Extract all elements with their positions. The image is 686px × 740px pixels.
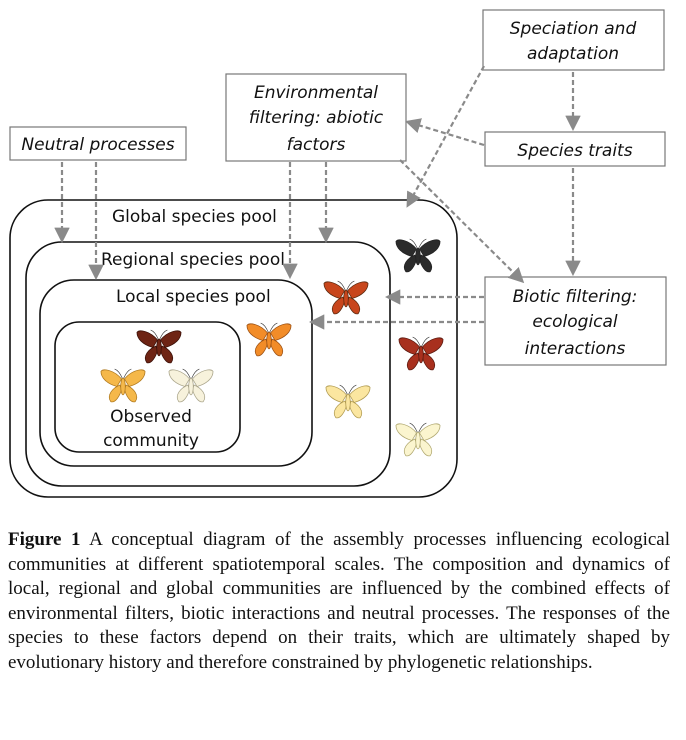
caption-text: A conceptual diagram of the assembly pro… xyxy=(8,529,670,673)
regional-pool-box xyxy=(25,241,391,487)
caption-label: Figure 1 xyxy=(8,529,81,550)
moth-light-orange xyxy=(100,368,146,403)
assembly-diagram: Global species pool Regional species poo… xyxy=(9,9,667,498)
moth-cream xyxy=(168,368,214,403)
biotic-label-2: ecological xyxy=(532,312,618,332)
moth-dark-red xyxy=(398,336,444,371)
observed-label-1: Observed xyxy=(110,407,192,427)
moth-pale-yellow xyxy=(325,384,371,419)
biotic-label-1: Biotic filtering: xyxy=(513,287,638,307)
moth-pale-cream xyxy=(395,422,441,457)
biotic-label-3: interactions xyxy=(525,339,626,359)
local-pool-label: Local species pool xyxy=(116,287,271,307)
environmental-box xyxy=(225,73,407,162)
observed-label-2: community xyxy=(103,431,199,451)
environmental-label-2: filtering: abiotic xyxy=(249,108,384,128)
local-pool-box xyxy=(39,279,313,467)
figure-caption: Figure 1 A conceptual diagram of the ass… xyxy=(8,528,670,675)
speciation-label-2: adaptation xyxy=(527,44,619,64)
neutral-box xyxy=(9,126,187,161)
arrow-speciation-to-global xyxy=(406,65,485,208)
moth-orange xyxy=(246,322,292,357)
moth-maroon xyxy=(136,329,182,364)
arrow-environmental-to-biotic xyxy=(399,159,525,284)
traits-box xyxy=(484,131,666,167)
neutral-label: Neutral processes xyxy=(21,135,174,155)
arrow-traits-to-environmental xyxy=(405,118,485,147)
traits-label: Species traits xyxy=(517,141,632,161)
observed-community-box xyxy=(54,321,241,453)
environmental-label-1: Environmental xyxy=(254,83,378,103)
global-pool-label: Global species pool xyxy=(112,207,277,227)
environmental-label-3: factors xyxy=(287,135,346,155)
speciation-box xyxy=(482,9,665,71)
biotic-box xyxy=(484,276,667,366)
moth-rust xyxy=(323,280,369,315)
global-pool-box xyxy=(9,199,458,498)
regional-pool-label: Regional species pool xyxy=(101,250,285,270)
moth-black xyxy=(395,238,441,273)
speciation-label-1: Speciation and xyxy=(510,19,637,39)
